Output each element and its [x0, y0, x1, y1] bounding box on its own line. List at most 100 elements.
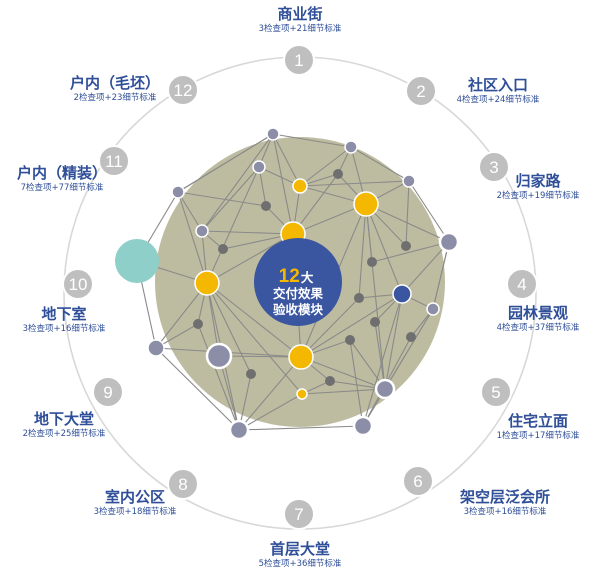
- badge-number: 8: [178, 475, 187, 494]
- edge: [272, 133, 352, 148]
- network-node: [401, 241, 411, 251]
- badge-circle: [480, 376, 512, 408]
- network-node: [252, 160, 266, 174]
- badge-circle: [283, 498, 315, 530]
- network-node: [193, 319, 203, 329]
- badge-circle: [62, 268, 94, 300]
- badge-number: 9: [103, 383, 112, 402]
- edge: [292, 203, 367, 235]
- module-title: 地下大堂: [33, 410, 94, 428]
- edge: [432, 241, 450, 310]
- edge: [177, 133, 274, 193]
- badge-circle: [506, 268, 538, 300]
- badge-circle: [402, 465, 434, 497]
- module-title: 首层大堂: [269, 540, 330, 558]
- module-subtitle: 2检查项+25细节标准: [22, 429, 106, 439]
- network-node: [194, 270, 220, 296]
- network-node: [115, 239, 159, 283]
- edge: [272, 133, 294, 235]
- edge: [408, 180, 450, 243]
- network-node: [374, 378, 396, 400]
- edge: [374, 321, 386, 390]
- module-title: 架空层泛会所: [459, 488, 550, 506]
- edge: [177, 191, 267, 207]
- module-badge-6: 6: [402, 465, 434, 497]
- network-node: [333, 169, 343, 179]
- module-badge-3: 3: [478, 151, 510, 183]
- module-label-12: 户内（毛坯）2检查项+23细节标准: [50, 74, 180, 104]
- badge-circle: [98, 145, 130, 177]
- module-label-11: 户内（精装）7检查项+77细节标准: [0, 164, 124, 194]
- badge-number: 7: [294, 505, 303, 524]
- network-node: [438, 231, 460, 253]
- edge: [201, 133, 274, 232]
- edge: [405, 180, 410, 247]
- network-node: [402, 174, 416, 188]
- edge: [177, 191, 203, 232]
- edge: [349, 339, 364, 427]
- badge-number: 4: [517, 275, 526, 294]
- module-badge-2: 2: [405, 75, 437, 107]
- module-subtitle: 3检查项+21细节标准: [258, 24, 342, 34]
- module-title: 住宅立面: [507, 412, 568, 430]
- badge-number: 2: [416, 82, 425, 101]
- module-title: 室内公区: [104, 488, 165, 506]
- edge: [238, 393, 303, 431]
- module-badge-10: 10: [62, 268, 94, 300]
- edge: [177, 191, 208, 284]
- module-badge-5: 5: [480, 376, 512, 408]
- badge-number: 12: [174, 81, 193, 100]
- network-node: [205, 342, 233, 370]
- module-subtitle: 7检查项+77细节标准: [20, 183, 104, 193]
- network-node: [352, 415, 374, 437]
- module-title: 商业街: [277, 5, 323, 23]
- module-title: 园林景观: [507, 304, 568, 322]
- network-node: [195, 224, 209, 238]
- module-badge-12: 12: [167, 74, 199, 106]
- module-badge-8: 8: [167, 468, 199, 500]
- module-badge-4: 4: [506, 268, 538, 300]
- network-node: [345, 335, 355, 345]
- module-badge-7: 7: [283, 498, 315, 530]
- module-badge-11: 11: [98, 145, 130, 177]
- center-title: 12大: [279, 266, 314, 287]
- badge-number: 3: [489, 158, 498, 177]
- module-title: 地下室: [41, 305, 87, 323]
- edge: [401, 241, 450, 295]
- badge-number: 6: [413, 472, 422, 491]
- network-node: [354, 293, 364, 303]
- badge-circle: [167, 468, 199, 500]
- edge: [272, 133, 301, 187]
- center-node: [254, 238, 342, 326]
- edge: [201, 166, 260, 232]
- edge: [301, 388, 386, 395]
- module-title: 户内（毛坯）: [69, 74, 160, 92]
- edge: [362, 293, 403, 427]
- module-badge-9: 9: [92, 376, 124, 408]
- network-node: [246, 369, 256, 379]
- module-subtitle: 5检查项+36细节标准: [258, 559, 342, 569]
- module-badges: 12 3 4 5 6 7 8 9 10 11 12: [62, 44, 538, 530]
- network-node: [296, 388, 308, 400]
- center-number: 12: [279, 266, 300, 287]
- edge: [300, 356, 386, 390]
- badge-circle: [167, 74, 199, 106]
- center-hub: 12大 交付效果 验收模块: [254, 238, 342, 326]
- edge: [350, 146, 410, 182]
- edge: [206, 282, 303, 395]
- edge: [218, 355, 302, 358]
- edge: [155, 347, 240, 431]
- edge: [358, 203, 367, 299]
- network-node: [325, 376, 335, 386]
- network-node: [344, 140, 358, 154]
- module-title: 社区入口: [467, 76, 528, 94]
- edge: [206, 233, 294, 284]
